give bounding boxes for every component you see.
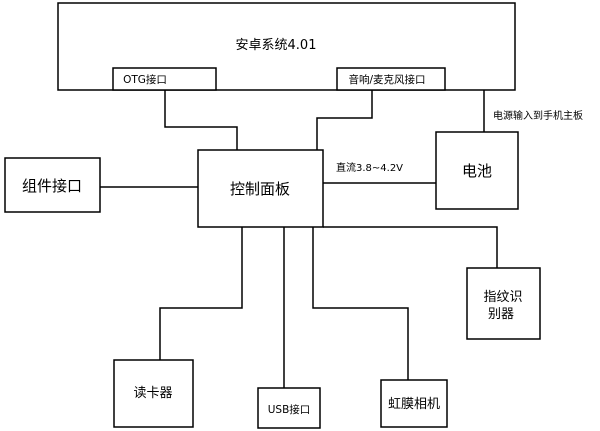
connector-control-to-card-reader [159, 223, 243, 360]
power-to-mainboard-label: 电源输入到手机主板 [493, 109, 583, 122]
connector-audio-to-control [316, 90, 373, 150]
usb-port-label: USB接口 [268, 403, 311, 416]
connector-control-to-iris [312, 223, 409, 380]
dc-voltage-label: 直流3.8~4.2V [336, 161, 403, 174]
iris-camera-box [380, 379, 448, 428]
control-panel-label: 控制面板 [230, 180, 290, 198]
connector-control-to-fingerprint [323, 226, 498, 268]
battery-box [435, 131, 519, 210]
otg-port-box [112, 67, 217, 91]
fingerprint-reader-box [466, 267, 541, 340]
iris-camera-label: 虹膜相机 [388, 397, 440, 412]
fingerprint-reader-label-1: 指纹识 [483, 290, 522, 305]
connectors [100, 90, 498, 388]
component-port-box [4, 157, 101, 213]
card-reader-label: 读卡器 [133, 386, 172, 401]
control-panel-box [197, 149, 324, 228]
fingerprint-reader-label-2: 别器 [488, 307, 514, 322]
component-port-label: 组件接口 [22, 177, 82, 195]
audio-mic-port-box [336, 67, 446, 91]
battery-label: 电池 [462, 162, 492, 180]
card-reader-box [113, 359, 194, 428]
audio-mic-port-label: 音响/麦克风接口 [348, 73, 425, 86]
connector-otg-to-control [164, 90, 238, 150]
otg-port-label: OTG接口 [123, 73, 167, 86]
usb-port-box [257, 387, 321, 429]
android-system-label: 安卓系统4.01 [236, 38, 317, 53]
